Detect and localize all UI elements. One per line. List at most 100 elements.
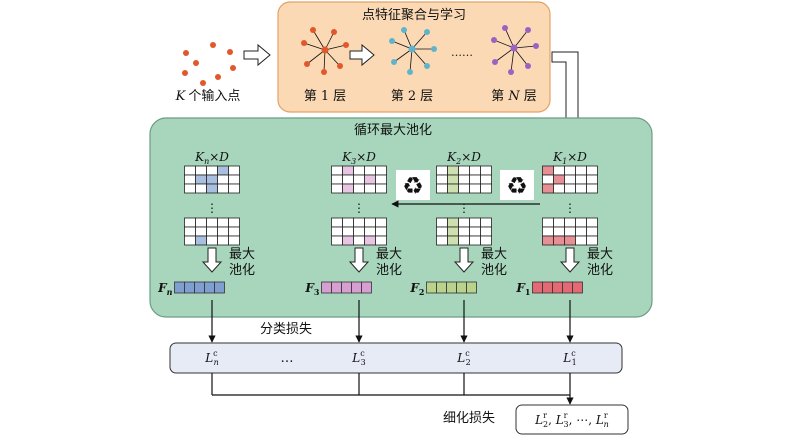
matrix-cell <box>217 217 229 228</box>
max-pooling-title: 循环最大池化 <box>354 123 432 138</box>
matrix-cell <box>542 217 554 228</box>
vector-cell <box>456 281 467 294</box>
feature-matrix-bottom <box>542 217 598 246</box>
matrix-cell <box>342 174 354 185</box>
matrix-cell <box>436 217 448 228</box>
matrix-cell <box>575 235 587 246</box>
vector-cell <box>572 281 583 294</box>
matrix-cell <box>353 226 365 237</box>
matrix-cell <box>564 174 576 185</box>
matrix-size-label: K2×D <box>446 150 481 166</box>
vector-cell <box>552 281 563 294</box>
vertical-ellipsis: ⋮ <box>206 201 218 215</box>
matrix-cell <box>469 174 481 185</box>
vertical-ellipsis: ⋮ <box>564 201 576 215</box>
matrix-cell <box>364 235 376 246</box>
matrix-cell <box>542 165 554 176</box>
max-pool-arrow <box>453 247 475 273</box>
matrix-cell <box>542 235 554 246</box>
classification-loss-box <box>169 342 623 374</box>
vector-cell <box>446 281 457 294</box>
matrix-cell <box>364 217 376 228</box>
classification-loss-ellipsis: … <box>281 351 294 366</box>
matrix-cell <box>331 217 343 228</box>
refinement-loss-label: 细化损失 <box>443 411 495 426</box>
matrix-cell <box>375 165 387 176</box>
refinement-loss-box <box>515 404 629 435</box>
feature-vector <box>532 281 583 294</box>
matrix-cell <box>228 217 240 228</box>
matrix-cell <box>217 174 229 185</box>
matrix-cell <box>195 183 207 194</box>
matrix-cell <box>375 174 387 185</box>
matrix-cell <box>217 183 229 194</box>
matrix-cell <box>553 183 565 194</box>
matrix-cell <box>436 226 448 237</box>
matrix-cell <box>447 217 459 228</box>
matrix-cell <box>564 217 576 228</box>
feature-matrix-bottom <box>331 217 387 246</box>
matrix-cell <box>331 183 343 194</box>
matrix-cell <box>228 235 240 246</box>
vector-cell <box>184 281 195 294</box>
layer-ellipsis: …… <box>451 46 473 59</box>
vertical-ellipsis: ⋮ <box>458 201 470 215</box>
vector-cell <box>542 281 553 294</box>
matrix-cell <box>469 226 481 237</box>
matrix-cell <box>375 217 387 228</box>
matrix-cell <box>564 235 576 246</box>
matrix-cell <box>542 226 554 237</box>
matrix-cell <box>458 165 470 176</box>
matrix-cell <box>206 217 218 228</box>
feature-vector-label: F1 <box>515 281 530 297</box>
vector-cell <box>426 281 437 294</box>
matrix-cell <box>564 183 576 194</box>
vector-cell <box>361 281 372 294</box>
matrix-cell <box>469 165 481 176</box>
vertical-ellipsis: ⋮ <box>353 201 365 215</box>
matrix-cell <box>586 217 598 228</box>
matrix-cell <box>195 165 207 176</box>
feature-vector-label: Fn <box>157 281 173 297</box>
matrix-cell <box>195 235 207 246</box>
matrix-size-label: K1×D <box>552 150 587 166</box>
feature-matrix-bottom <box>184 217 240 246</box>
vector-cell <box>351 281 362 294</box>
matrix-cell <box>184 183 196 194</box>
matrix-cell <box>353 217 365 228</box>
matrix-cell <box>217 165 229 176</box>
matrix-cell <box>575 165 587 176</box>
matrix-cell <box>184 165 196 176</box>
max-pool-arrow <box>201 247 223 273</box>
feature-vector <box>321 281 372 294</box>
matrix-cell <box>364 226 376 237</box>
matrix-cell <box>586 235 598 246</box>
matrix-cell <box>575 226 587 237</box>
matrix-cell <box>447 174 459 185</box>
matrix-cell <box>331 226 343 237</box>
matrix-cell <box>353 165 365 176</box>
matrix-cell <box>353 174 365 185</box>
max-pool-label-line2: 池化 <box>587 263 613 278</box>
max-pooling-box <box>149 117 653 318</box>
matrix-cell <box>447 235 459 246</box>
matrix-cell <box>364 183 376 194</box>
hollow-arrow-layer1 <box>349 43 375 67</box>
matrix-cell <box>575 217 587 228</box>
matrix-cell <box>217 226 229 237</box>
classification-loss-label: 分类损失 <box>260 322 312 337</box>
vector-cell <box>466 281 477 294</box>
recycle-icon: ♻ <box>396 170 430 200</box>
matrix-cell <box>564 165 576 176</box>
matrix-cell <box>364 174 376 185</box>
matrix-cell <box>184 174 196 185</box>
matrix-cell <box>436 174 448 185</box>
matrix-cell <box>375 226 387 237</box>
